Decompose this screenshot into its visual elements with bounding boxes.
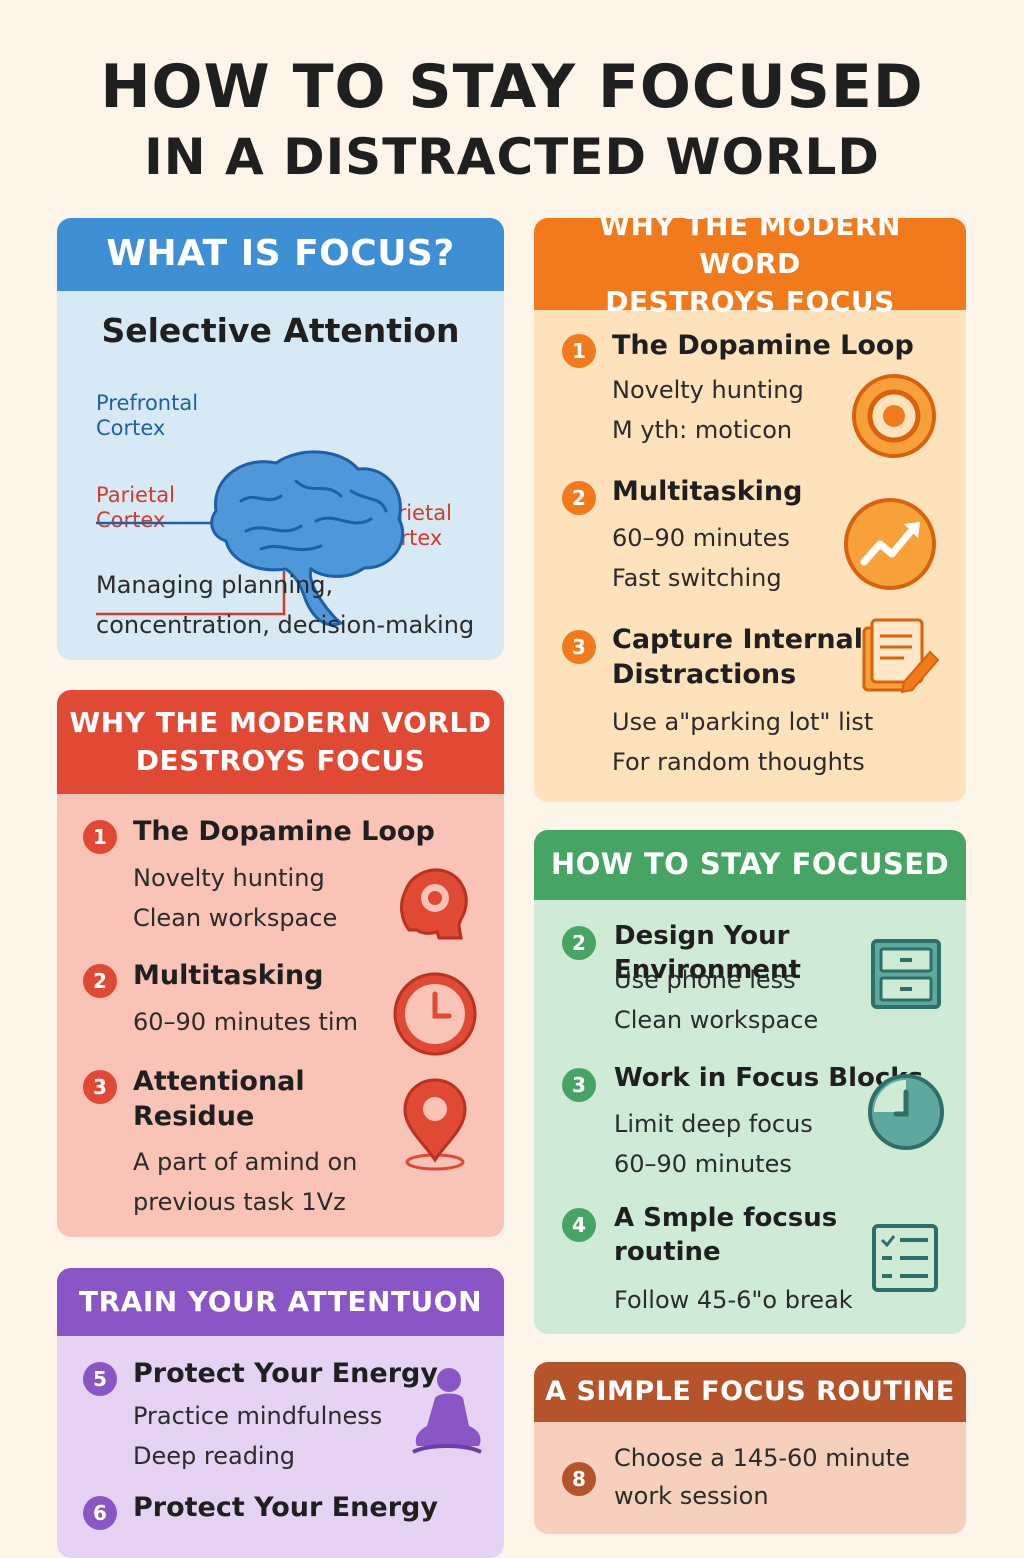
item-title: Protect Your Energy (133, 1492, 438, 1523)
item-line: Deep reading (133, 1442, 296, 1470)
item-title: The Dopamine Loop (133, 816, 435, 847)
item-line: 60–90 minutes (614, 1150, 792, 1178)
how-to-stay-focused-card: HOW TO STAY FOCUSED 2 Design Your Enviro… (534, 830, 966, 1334)
head-icon (400, 868, 468, 940)
item-line: Clean workspace (614, 1006, 819, 1034)
item-line: Use phone less (614, 966, 796, 994)
item-title: Design Your Environment (614, 921, 801, 985)
selective-attention-title: Selective Attention (101, 311, 460, 350)
item-line: Limit deep focus (614, 1110, 813, 1138)
item-number-badge: 3 (83, 1070, 117, 1104)
focus-desc-1: Managing planning, (96, 571, 334, 599)
item-line: Practice mindfulness (133, 1402, 383, 1430)
item-line: work session (614, 1482, 769, 1510)
item-line: previous task 1Vz (133, 1188, 346, 1216)
item-line: For random thoughts (612, 748, 865, 776)
meditation-icon (412, 1368, 482, 1454)
item-line: 60–90 minutes (612, 524, 790, 552)
item-number-badge: 2 (562, 926, 596, 960)
item-number-badge: 2 (562, 481, 596, 515)
item-number-badge: 3 (562, 1068, 596, 1102)
how-to-stay-focused-header: HOW TO STAY FOCUSED (534, 830, 966, 900)
focus-desc-2: concentration, decision-making (96, 611, 475, 639)
item-title: A Smple focsus routine (614, 1203, 838, 1267)
what-is-focus-card: WHAT IS FOCUS? Selective Attention Prefr… (57, 218, 504, 660)
item-number-badge: 8 (562, 1462, 596, 1496)
item-title: The Dopamine Loop (612, 330, 914, 361)
item-number-badge: 2 (83, 964, 117, 998)
page-title: HOW TO STAY FOCUSED (100, 52, 924, 122)
item-line: Novelty hunting (133, 864, 325, 892)
timer-icon (868, 1074, 944, 1150)
modern-world-red-card: WHY THE MODERN VORLD DESTROYS FOCUS 1 Th… (57, 690, 504, 1237)
item-title: Multitasking (612, 476, 803, 507)
item-line: Use a"parking lot" list (612, 708, 874, 736)
cabinet-icon (871, 939, 941, 1009)
page-subtitle: IN A DISTRACTED WORLD (144, 128, 880, 186)
modern-world-red-header: WHY THE MODERN VORLD DESTROYS FOCUS (57, 690, 504, 794)
simple-routine-header: A SIMPLE FOCUS ROUTINE (534, 1362, 966, 1422)
item-line: Follow 45-6"o break (614, 1286, 853, 1314)
clock-icon (393, 972, 477, 1056)
item-number-badge: 1 (562, 334, 596, 368)
item-number-badge: 3 (562, 630, 596, 664)
notepad-pencil-icon (862, 618, 940, 694)
location-pin-icon (403, 1078, 467, 1171)
modern-world-orange-card: WHY THE MODERN WORD DESTROYS FOCUS 1 The… (534, 218, 966, 802)
item-title: Capture Internal Distractions (612, 624, 864, 691)
checklist-icon (872, 1224, 938, 1292)
item-title: Attentional Residue (133, 1066, 305, 1133)
item-number-badge: 4 (562, 1208, 596, 1242)
item-line: A part of amind on (133, 1148, 358, 1176)
simple-routine-card: A SIMPLE FOCUS ROUTINE 8 Choose a 145-60… (534, 1362, 966, 1534)
brain-icon (96, 450, 405, 627)
item-line: Clean workspace (133, 904, 338, 932)
item-title: Protect Your Energy (133, 1358, 438, 1389)
trend-arrow-icon (844, 498, 936, 590)
item-number-badge: 1 (83, 820, 117, 854)
prefrontal-label: Prefrontal Cortex (96, 391, 199, 441)
item-number-badge: 6 (83, 1496, 117, 1530)
item-line: Novelty hunting (612, 376, 804, 404)
item-title: Work in Focus Blocks (614, 1063, 924, 1093)
item-number-badge: 5 (83, 1362, 117, 1396)
item-line: Fast switching (612, 564, 782, 592)
parietal-left-label: Parietal Cortex (96, 483, 175, 533)
item-line: 60–90 minutes tim (133, 1008, 358, 1036)
train-attention-card: TRAIN YOUR ATTENTUON 5 Protect Your Ener… (57, 1268, 504, 1558)
what-is-focus-header: WHAT IS FOCUS? (57, 218, 504, 291)
modern-world-orange-header: WHY THE MODERN WORD DESTROYS FOCUS (534, 218, 966, 318)
item-line: M yth: moticon (612, 416, 793, 444)
train-attention-header: TRAIN YOUR ATTENTUON (57, 1268, 504, 1336)
item-title: Multitasking (133, 960, 324, 991)
item-line: Choose a 145-60 minute (614, 1444, 910, 1472)
target-icon (852, 374, 936, 458)
